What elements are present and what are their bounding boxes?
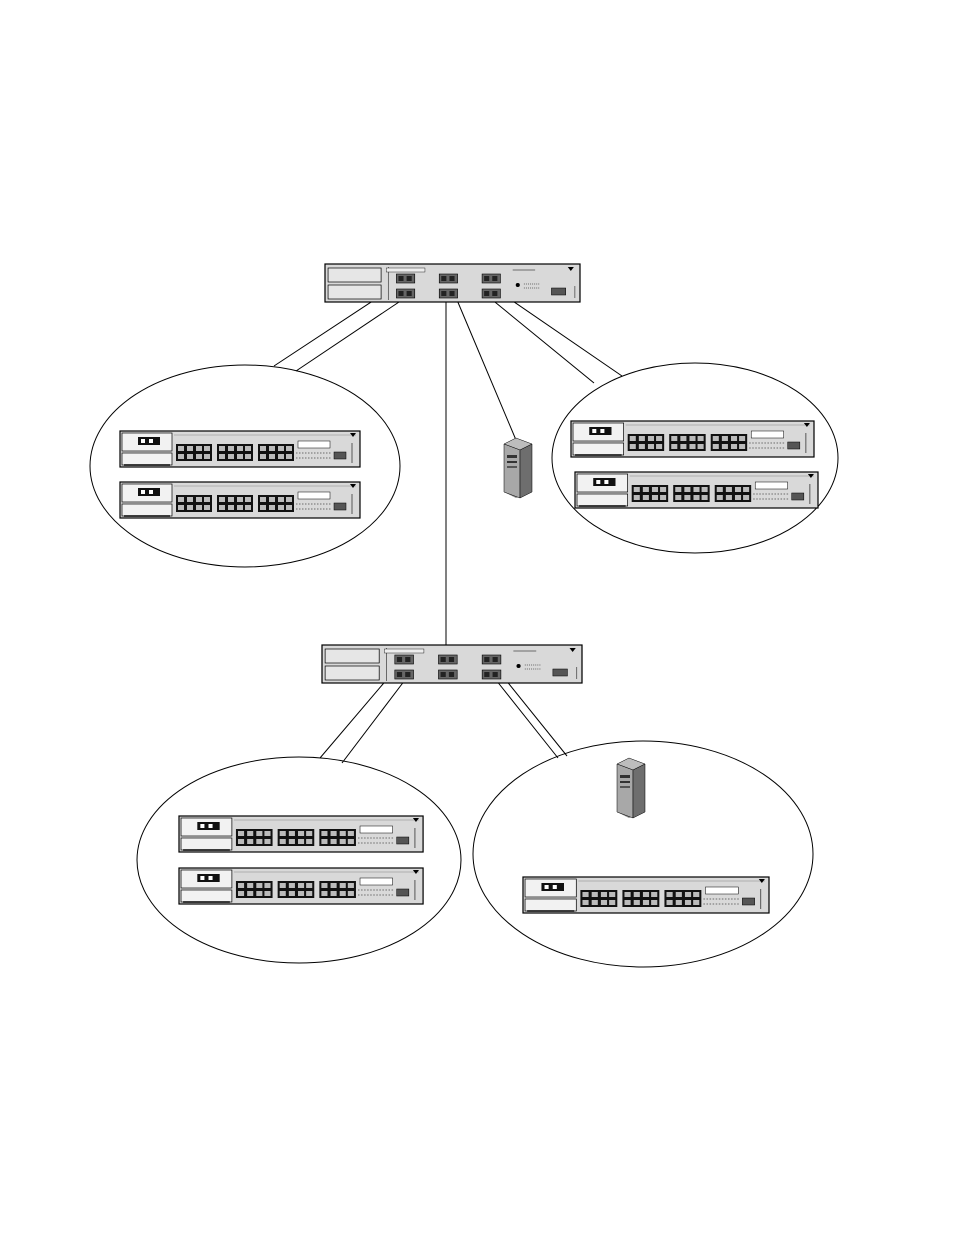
group-lower-left	[137, 757, 461, 963]
edge-switch-icon	[575, 472, 818, 508]
backbone-switch-icon	[322, 645, 582, 683]
server-icon	[617, 758, 645, 818]
link-cable	[457, 300, 516, 440]
edge-switch-icon	[179, 816, 423, 852]
edge-switch-icon	[120, 482, 360, 518]
edge-switch-icon	[523, 877, 769, 913]
link-cable	[296, 300, 402, 371]
links	[274, 282, 622, 763]
group-upper-right	[552, 363, 838, 553]
link-cable	[490, 298, 594, 383]
link-cable	[496, 680, 558, 758]
edge-switch-icon	[179, 868, 423, 904]
edge-switch-icon	[120, 431, 360, 467]
edge-switch-icon	[571, 421, 814, 457]
backbone-switch-icon	[325, 264, 580, 302]
server-icon	[504, 438, 532, 498]
